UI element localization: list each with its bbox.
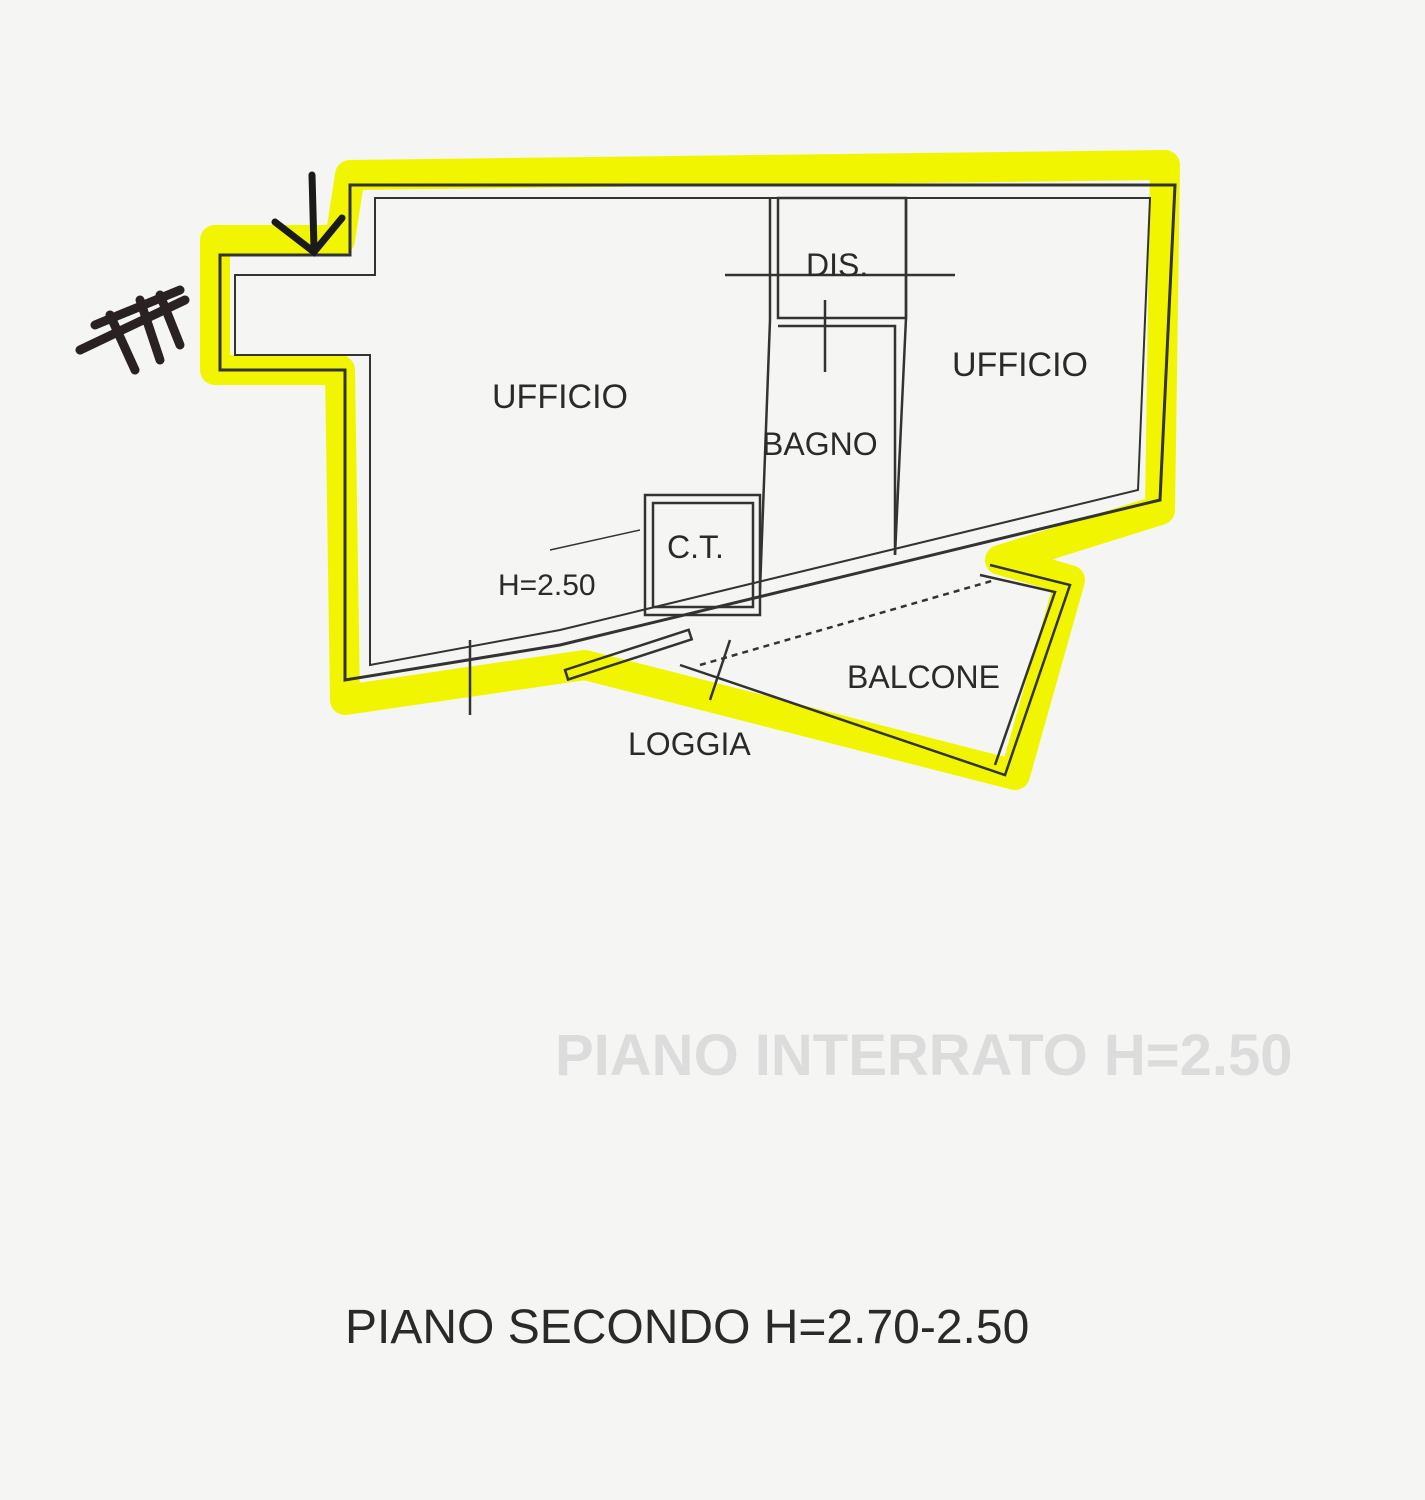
- interior-walls: [549, 196, 955, 617]
- outer-walls: [218, 183, 1177, 682]
- room-label-balcony: BALCONE: [847, 659, 1000, 695]
- bleed-through-text: PIANO INTERRATO H=2.50: [555, 1023, 1293, 1088]
- balcony-outline: [468, 563, 1072, 777]
- room-label-bathroom: BAGNO: [762, 426, 878, 462]
- room-label-hallway: DIS.: [806, 247, 868, 283]
- room-label-boiler-room: C.T.: [667, 529, 724, 565]
- room-label-loggia: LOGGIA: [628, 726, 751, 762]
- room-label-office-left: UFFICIO: [492, 378, 628, 416]
- floor-title: PIANO SECONDO H=2.70-2.50: [345, 1301, 1029, 1354]
- highlight-outline: [200, 150, 1180, 790]
- entrance-arrow-icon: [271, 171, 346, 257]
- height-note: H=2.50: [498, 569, 596, 602]
- room-label-office-right: UFFICIO: [952, 346, 1088, 384]
- hatched-scribble-icon: [75, 285, 190, 375]
